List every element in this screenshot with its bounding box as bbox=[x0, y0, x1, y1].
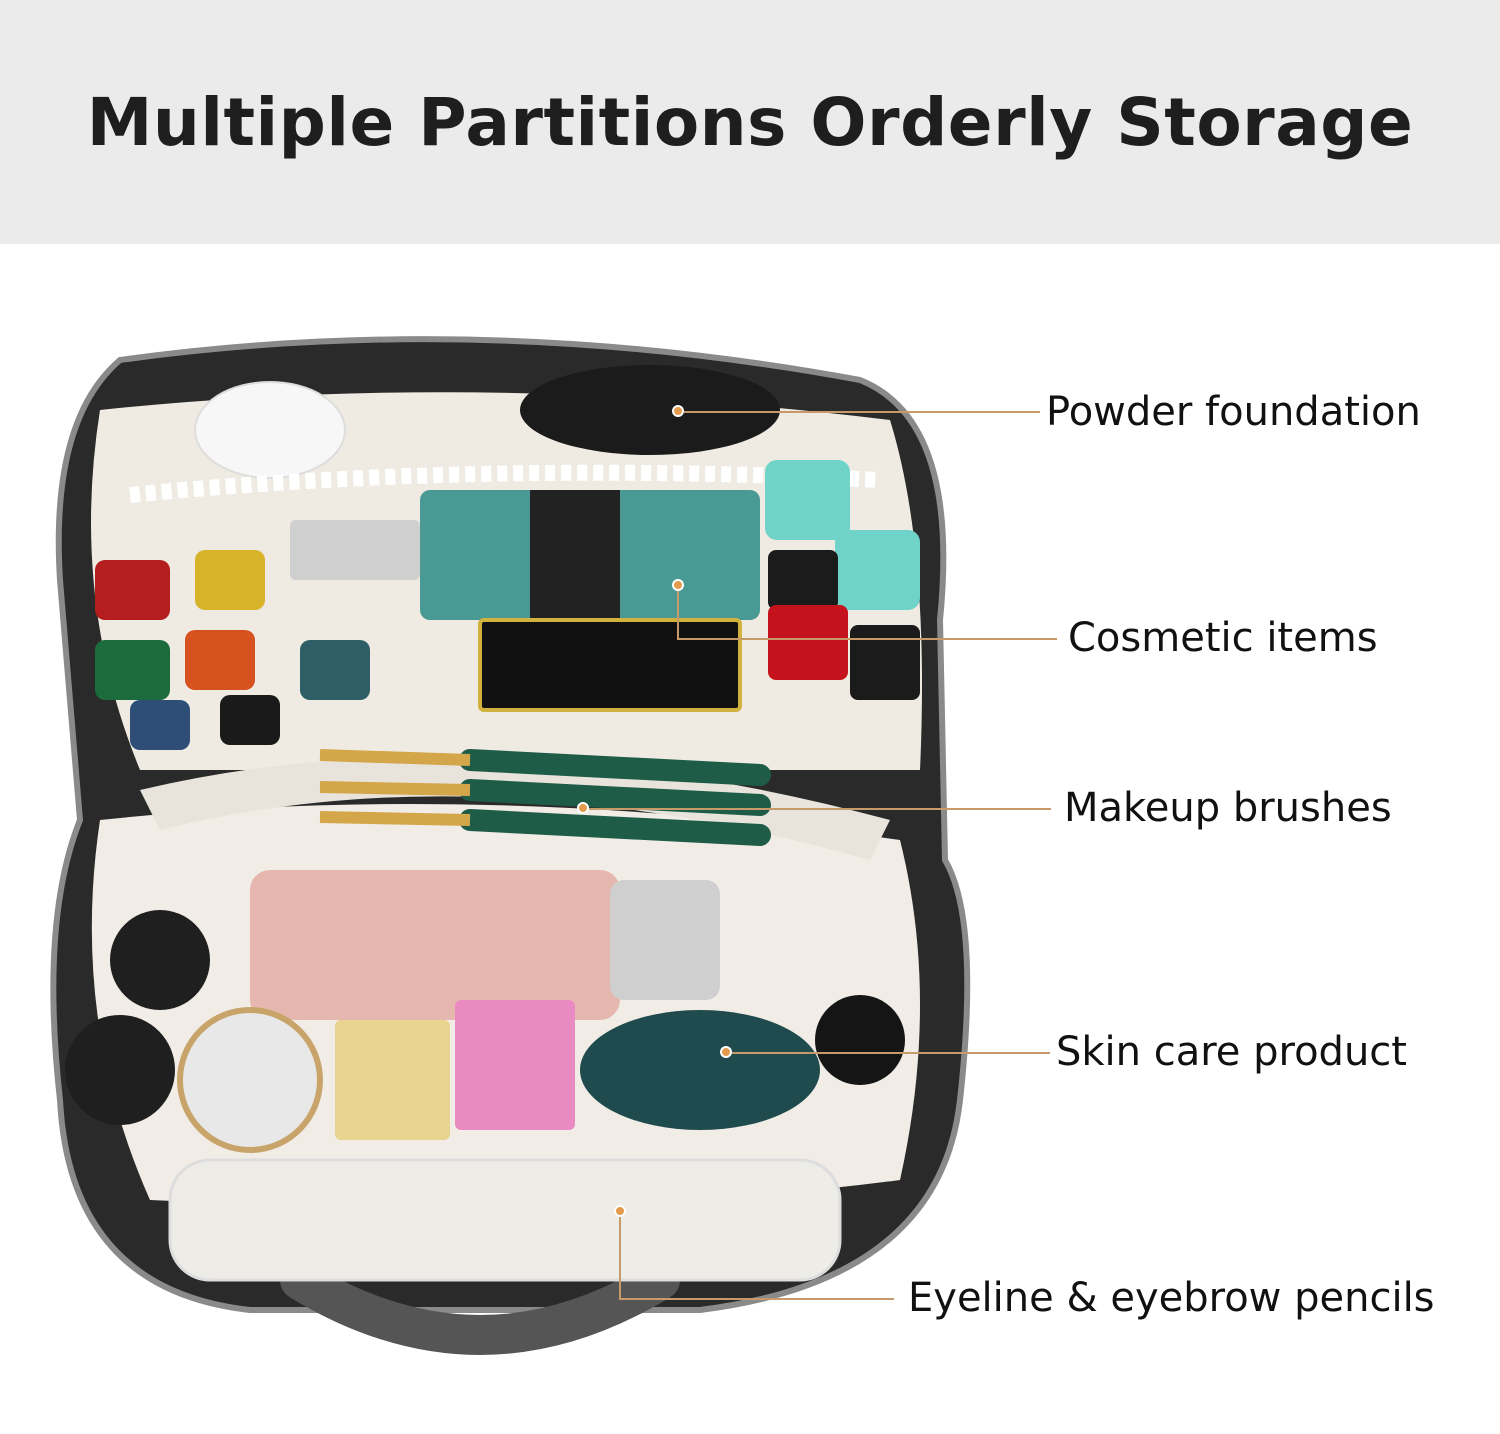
callout-makeup-brushes: Makeup brushes bbox=[1064, 785, 1392, 831]
callout-eyeliner-eyebrow-pencils: Eyeline & eyebrow pencils bbox=[908, 1275, 1435, 1321]
title-banner: Multiple Partitions Orderly Storage bbox=[0, 0, 1500, 244]
leader-line bbox=[619, 1298, 894, 1300]
marker-dot bbox=[672, 579, 684, 591]
leader-line bbox=[677, 638, 1057, 640]
callout-cosmetic-items: Cosmetic items bbox=[1068, 615, 1378, 661]
marker-dot bbox=[672, 405, 684, 417]
callout-powder-foundation: Powder foundation bbox=[1046, 389, 1421, 435]
page-title: Multiple Partitions Orderly Storage bbox=[86, 83, 1414, 161]
marker-dot bbox=[577, 802, 589, 814]
leader-line bbox=[619, 1217, 621, 1299]
leader-line bbox=[589, 808, 1051, 810]
leader-line bbox=[732, 1052, 1050, 1054]
open-makeup-bag-icon bbox=[50, 336, 971, 1355]
leader-line bbox=[677, 591, 679, 639]
marker-dot bbox=[720, 1046, 732, 1058]
marker-dot bbox=[614, 1205, 626, 1217]
leader-line bbox=[684, 411, 1040, 413]
callout-skin-care-product: Skin care product bbox=[1056, 1029, 1407, 1075]
